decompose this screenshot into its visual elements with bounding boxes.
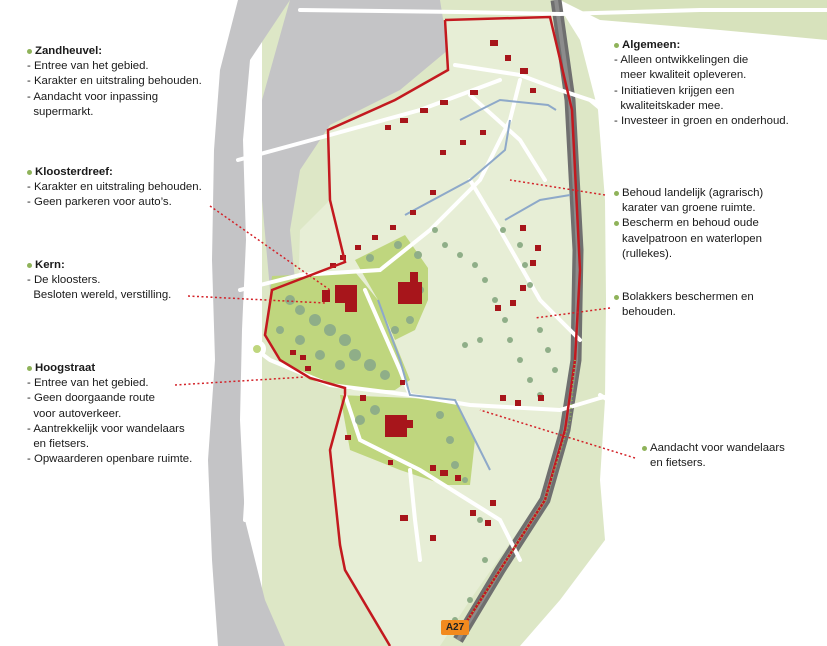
note-line: behouden. [622,306,676,319]
note-line: (rullekes). [622,247,673,260]
note-kloosterdreef: Kloosterdreef: - Karakter en uitstraling… [27,165,202,211]
green-zone-east [355,235,428,340]
grey-band [208,0,290,646]
note-line: Behoud landelijk (agrarisch) [622,187,764,199]
bullet-icon [642,446,647,451]
note-line: - Aandacht voor inpassing [27,90,159,103]
note-line: - Entree van het gebied. [27,60,149,73]
bullet-icon [27,366,32,372]
bullet-icon [614,221,619,227]
note-line: Besloten wereld, verstilling. [27,289,172,302]
roadside-green-dots [459,359,576,633]
note-title: Kern: [35,259,65,271]
leader-lines [174,179,636,459]
bullet-icon [27,170,32,176]
roads [236,8,827,562]
note-title: Zandheuvel: [35,45,103,57]
bullet-icon [27,263,32,269]
note-zandheuvel: Zandheuvel: - Entree van het gebied. - K… [27,44,202,120]
note-line: kavelpatroon en waterlopen [622,232,762,245]
note-landelijk: Behoud landelijk (agrarisch) karater van… [614,186,763,262]
note-algemeen: Algemeen: - Alleen ontwikkelingen die me… [614,38,789,129]
note-line: - Geen doorgaande route [27,392,155,405]
note-line: - Aantrekkelijk voor wandelaars [27,422,185,435]
note-line: - Investeer in groen en onderhoud. [614,115,789,128]
trees [276,227,558,623]
note-title: Algemeen: [622,39,681,51]
bullet-icon [614,191,619,196]
note-wandelaars: Aandacht voor wandelaars en fietsers. [642,441,785,471]
note-line: - Entree van het gebied. [27,377,149,390]
note-hoogstraat: Hoogstraat - Entree van het gebied. - Ge… [27,361,192,467]
note-line: supermarkt. [27,105,94,118]
note-line: Bescherm en behoud oude [622,217,759,230]
note-line: en fietsers. [27,438,90,451]
bullet-icon [614,43,619,49]
road-badge-a27: A27 [441,620,469,635]
note-line: karater van groene ruimte. [622,202,756,215]
note-line: - Karakter en uitstraling behouden. [27,181,202,194]
right-pale [560,0,827,40]
note-line: - De kloosters. [27,274,101,287]
note-line: Aandacht voor wandelaars [650,442,785,454]
note-line: - Karakter en uitstraling behouden. [27,75,202,88]
inner-land [298,17,583,646]
streams [377,98,571,471]
roundabout-center [253,345,261,353]
note-line: en fietsers. [650,457,706,470]
note-kern: Kern: - De kloosters. Besloten wereld, v… [27,258,171,304]
grey-wedge-top [262,0,448,290]
note-title: Kloosterdreef: [35,166,113,178]
bullet-icon [614,295,619,300]
note-line: - Opwaarderen openbare ruimte. [27,453,193,466]
note-line: - Initiatieven krijgen een [614,84,735,97]
note-title: Hoogstraat [35,362,96,374]
buildings [290,40,544,541]
note-bolakkers: Bolakkers beschermen en behouden. [614,290,754,320]
note-line: voor autoverkeer. [27,407,122,420]
note-line: - Geen parkeren voor auto’s. [27,196,172,209]
note-line: - Alleen ontwikkelingen die [614,54,749,67]
note-line: kwaliteitskader mee. [614,99,724,112]
note-line: Bolakkers beschermen en [622,291,754,303]
note-line: meer kwaliteit opleveren. [614,69,747,82]
bullet-icon [27,49,32,55]
